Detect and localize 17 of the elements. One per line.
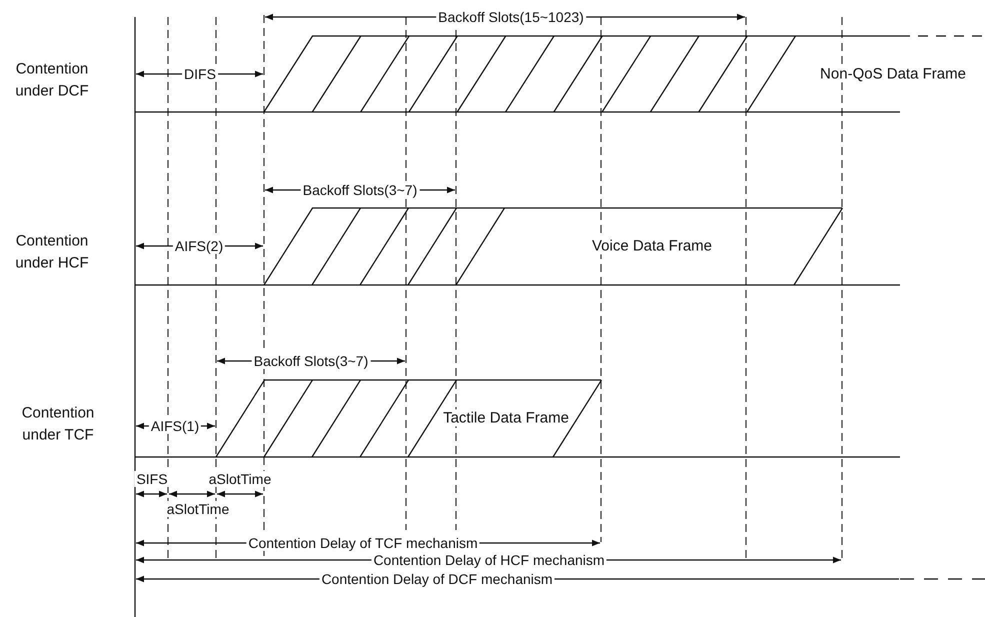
dimension-label: Backoff Slots(15~1023): [436, 8, 586, 26]
dimension-label: AIFS(2): [172, 238, 226, 254]
dimension-label: Contention Delay of HCF mechanism: [371, 552, 607, 568]
dimension-label: Contention Delay of TCF mechanism: [246, 534, 480, 552]
frame-label: Voice Data Frame: [590, 237, 714, 255]
dimension-label: SIFS: [134, 470, 170, 488]
dimension-label: aSlotTime: [206, 470, 274, 488]
dimension-label: AIFS(1): [148, 418, 202, 434]
dimension-label: aSlotTime: [164, 500, 232, 518]
row-label: Contention under DCF: [14, 59, 90, 101]
dimension-label: Backoff Slots(3~7): [300, 182, 420, 198]
dimension-label: Contention Delay of DCF mechanism: [319, 570, 555, 588]
frame-label: Non-QoS Data Frame: [818, 65, 968, 83]
dimension-label: Backoff Slots(3~7): [252, 352, 370, 370]
row-label: Contention under TCF: [20, 403, 96, 445]
row-label: Contention under HCF: [14, 231, 90, 273]
frame-label: Tactile Data Frame: [441, 409, 571, 427]
